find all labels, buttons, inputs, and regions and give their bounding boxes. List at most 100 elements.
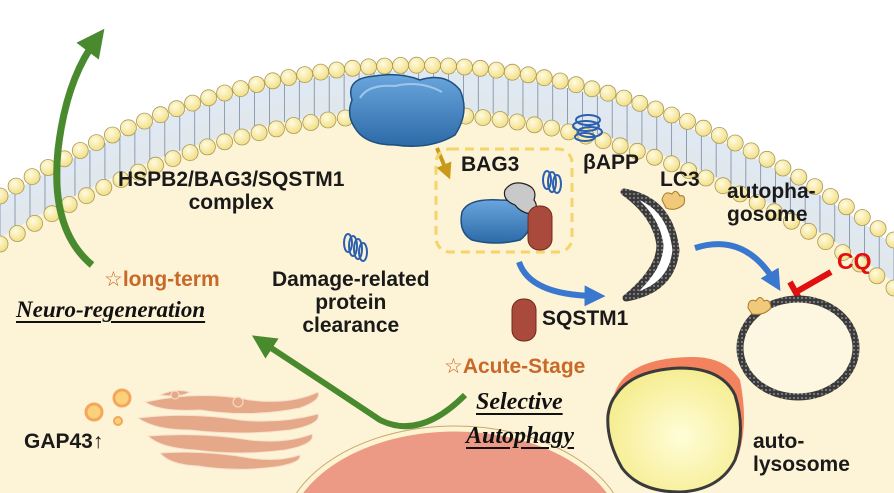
lipid-head [853, 209, 871, 226]
lipid-head [790, 168, 808, 186]
bag3-complex-box [434, 147, 574, 254]
autophagosome-icon [736, 295, 860, 401]
lipid-head [147, 156, 165, 174]
lipid-head [312, 63, 330, 81]
lipid-head [697, 169, 715, 187]
sqstm1-label: SQSTM1 [542, 307, 629, 330]
autophagy-label: Autophagy [466, 423, 575, 449]
lipid-head [647, 100, 665, 118]
cq-label: CQ [837, 248, 872, 274]
lipid-head [360, 58, 378, 76]
lipid-head [233, 128, 251, 146]
autolysosome-icon [606, 356, 744, 493]
lipid-head [680, 162, 698, 180]
lipid-head [319, 111, 337, 129]
lc3-label: LC3 [660, 168, 700, 191]
sqstm1-icon [511, 298, 537, 342]
lipid-head [503, 63, 521, 81]
lipid-head [599, 84, 617, 102]
lipid-head [267, 120, 285, 138]
long-term-label: ☆long-term [104, 268, 220, 291]
lipid-head [200, 89, 218, 107]
long-term-text: long-term [122, 268, 220, 291]
lipid-head [129, 163, 147, 181]
lipid-head [615, 89, 633, 107]
complex-label-line2: complex [188, 191, 274, 215]
lipid-head [216, 84, 234, 102]
bapp-label: βAPP [583, 151, 639, 174]
damage-clearance-label: Damage-related protein clearance [272, 268, 430, 337]
star-icon: ☆ [104, 268, 123, 291]
lipid-head [112, 171, 130, 189]
lipid-head [731, 185, 749, 203]
lipid-head [800, 222, 817, 240]
lipid-head [23, 168, 41, 186]
lipid-head [631, 94, 649, 112]
lipid-head [551, 72, 569, 90]
lipid-head [748, 194, 766, 212]
damage-label-line1: Damage-related [272, 268, 430, 291]
lipid-head [152, 106, 169, 124]
lipid-head [302, 114, 320, 131]
star-icon: ☆ [444, 355, 463, 378]
lipid-head [519, 66, 537, 84]
lipid-head [8, 225, 26, 242]
bag3-label: BAG3 [461, 153, 520, 176]
lipid-head [7, 177, 25, 195]
lipid-head [726, 134, 744, 152]
golgi-apparatus-icon [136, 390, 320, 470]
vesicle [112, 388, 132, 408]
lipid-head [26, 214, 43, 232]
lipid-head [535, 69, 553, 87]
lipid-head [78, 187, 95, 205]
protein-complex-icon [348, 73, 465, 147]
lipid-head [232, 80, 250, 97]
autophagosome-label-line1: autopha- [727, 180, 816, 203]
lipid-head [248, 76, 266, 93]
lipid-head [758, 150, 776, 168]
lipid-head [851, 255, 869, 273]
misfolded-protein-icon [542, 170, 562, 194]
lipid-head [869, 220, 887, 238]
lipid-head [344, 59, 362, 77]
lipid-head [440, 57, 457, 75]
damage-label-line3: clearance [302, 314, 400, 338]
lipid-head [198, 138, 216, 156]
lipid-head [119, 119, 137, 137]
lipid-head [164, 150, 182, 168]
lipid-head [0, 235, 9, 253]
vesicle [84, 402, 104, 422]
complex-label-line1: HSPB2/BAG3/SQSTM1 [118, 168, 345, 191]
lipid-head [646, 148, 663, 166]
lipid-head [508, 113, 526, 131]
lipid-head [168, 100, 186, 118]
lipid-head [250, 124, 268, 142]
lipid-head [285, 117, 303, 134]
assembly-arrow [435, 147, 452, 180]
lipid-head [611, 137, 629, 155]
lipid-head [695, 119, 712, 137]
autophagy-to-regeneration-arrow [251, 335, 468, 430]
selective-label: Selective [476, 389, 563, 415]
autolysosome-label: auto- lysosome [753, 430, 850, 476]
lipid-head [88, 134, 105, 152]
lipid-head [663, 106, 680, 124]
lipid-head [296, 66, 314, 83]
complex-label: HSPB2/BAG3/SQSTM1 complex [118, 168, 344, 214]
misfolded-protein-icon [572, 114, 603, 142]
lipid-head [95, 178, 113, 196]
lipid-head [583, 80, 601, 98]
lipid-head [817, 233, 835, 251]
lipid-head [487, 61, 505, 79]
lipid-head [885, 231, 894, 249]
lipid-head [543, 119, 560, 137]
lipid-head [766, 203, 783, 221]
lipid-head [456, 58, 473, 76]
lipid-head [216, 133, 234, 151]
lipid-head [783, 212, 800, 230]
damage-label-line2: protein [315, 291, 387, 315]
autolysosome-label-line1: auto- [753, 430, 805, 453]
lipid-head [628, 142, 646, 160]
